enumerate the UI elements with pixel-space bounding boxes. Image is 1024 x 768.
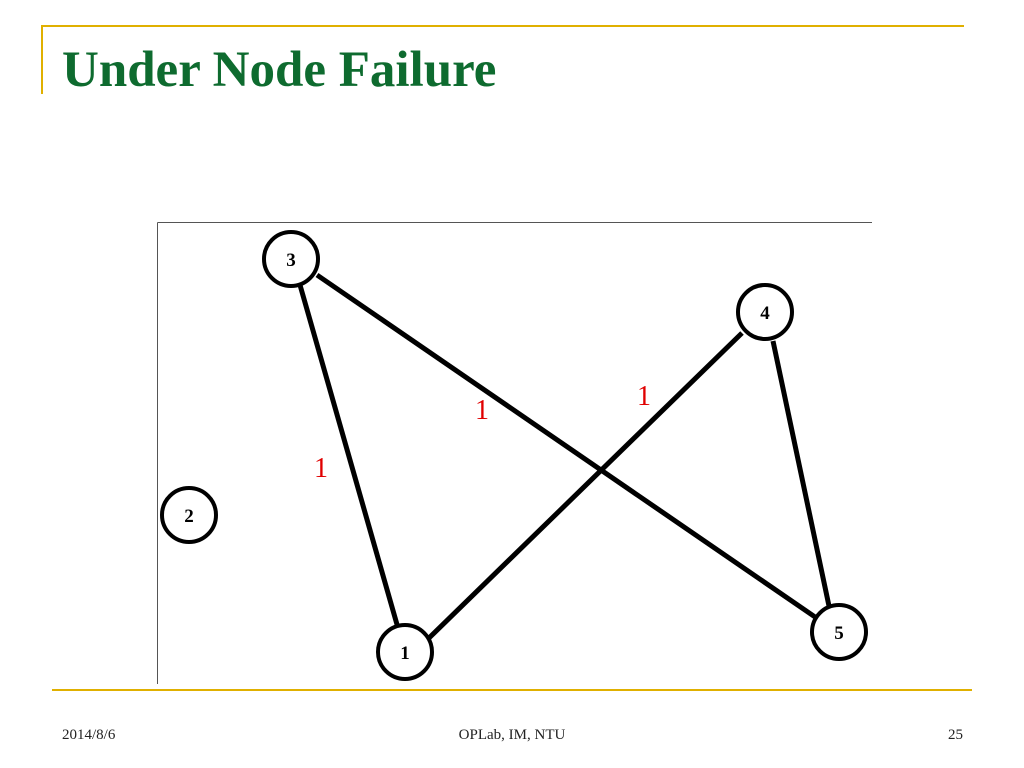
node-4-label: 4: [760, 303, 770, 324]
edge-label-3-5: 1: [475, 395, 489, 426]
edge-3-1: [295, 277, 401, 629]
node-1-label: 1: [400, 643, 410, 664]
edge-label-3-1: 1: [314, 453, 328, 484]
edge-1-4: [427, 331, 744, 640]
footer-organization: OPLab, IM, NTU: [458, 727, 566, 743]
network-diagram-svg: 3 4 2 1 5 1 1 1: [157, 222, 872, 684]
network-diagram: 3 4 2 1 5 1 1 1: [157, 222, 872, 684]
node-3-label: 3: [286, 250, 296, 271]
node-1: 1: [376, 623, 434, 681]
page-number: 25: [948, 727, 963, 743]
node-5: 5: [810, 603, 868, 661]
edge-label-1-4: 1: [637, 381, 651, 412]
edge-4-5: [770, 340, 832, 607]
node-3: 3: [262, 230, 320, 288]
node-5-label: 5: [834, 623, 844, 644]
slide-title: Under Node Failure: [62, 42, 497, 98]
edge-3-5: [315, 272, 820, 622]
footer-date: 2014/8/6: [62, 727, 116, 743]
node-4: 4: [736, 283, 794, 341]
left-accent-line: [41, 25, 43, 94]
node-2-label: 2: [184, 506, 194, 527]
node-2: 2: [160, 486, 218, 544]
top-accent-line: [41, 25, 964, 27]
footer-divider: [52, 689, 972, 691]
